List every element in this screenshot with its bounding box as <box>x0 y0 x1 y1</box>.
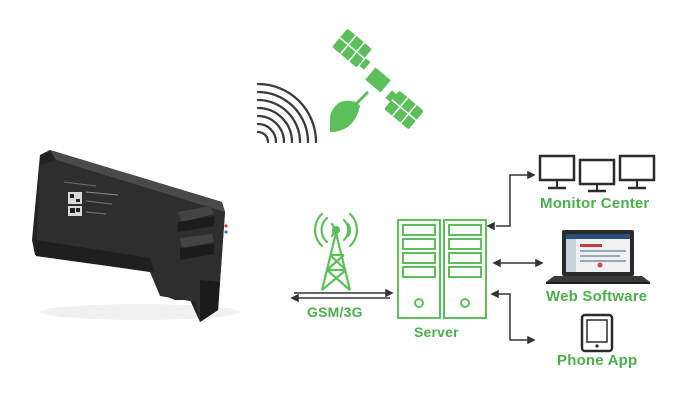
server-rack-icon <box>397 219 487 319</box>
laptop-icon <box>546 230 650 284</box>
server-label: Server <box>414 324 459 340</box>
cell-tower-icon <box>314 212 358 291</box>
phone-app-label: Phone App <box>557 352 638 369</box>
phone-icon <box>580 313 614 353</box>
satellite-icon <box>330 29 424 132</box>
client-link-arrows <box>486 170 544 345</box>
monitor-screens-icon <box>538 154 656 193</box>
gps-tracker-device-image <box>32 150 240 322</box>
signal-waves-icon <box>256 82 318 144</box>
gsm-label: GSM/3G <box>307 304 363 320</box>
monitor-center-label: Monitor Center <box>540 195 650 212</box>
web-software-label: Web Software <box>546 288 648 305</box>
gsm-link-arrows <box>290 288 394 303</box>
